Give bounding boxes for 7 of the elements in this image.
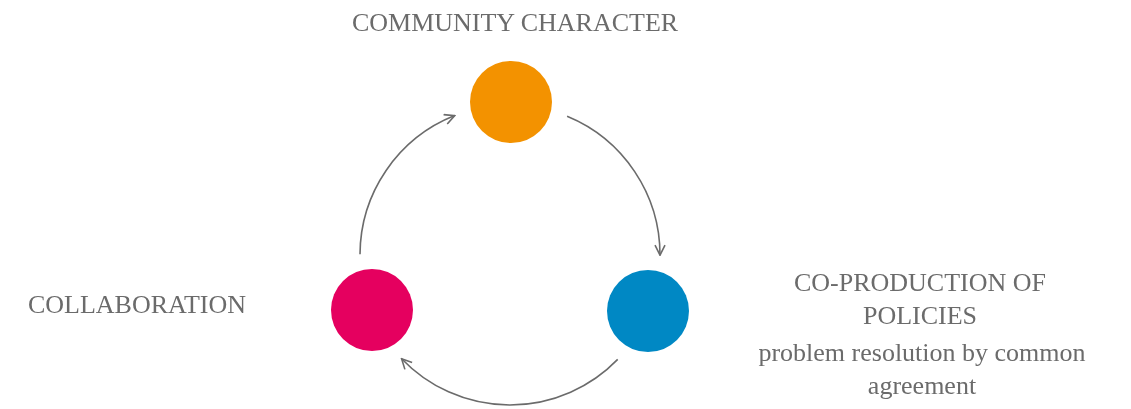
node-heading: COMMUNITY CHARACTER bbox=[350, 7, 680, 39]
node-heading: CO-PRODUCTION OF POLICIES bbox=[792, 267, 1048, 332]
curved-arrow bbox=[400, 357, 619, 406]
node-heading: COLLABORATION bbox=[26, 289, 248, 321]
node-description: problem resolution by common agreement bbox=[757, 337, 1087, 402]
curved-arrow bbox=[359, 114, 456, 256]
curved-arrow bbox=[566, 115, 666, 256]
